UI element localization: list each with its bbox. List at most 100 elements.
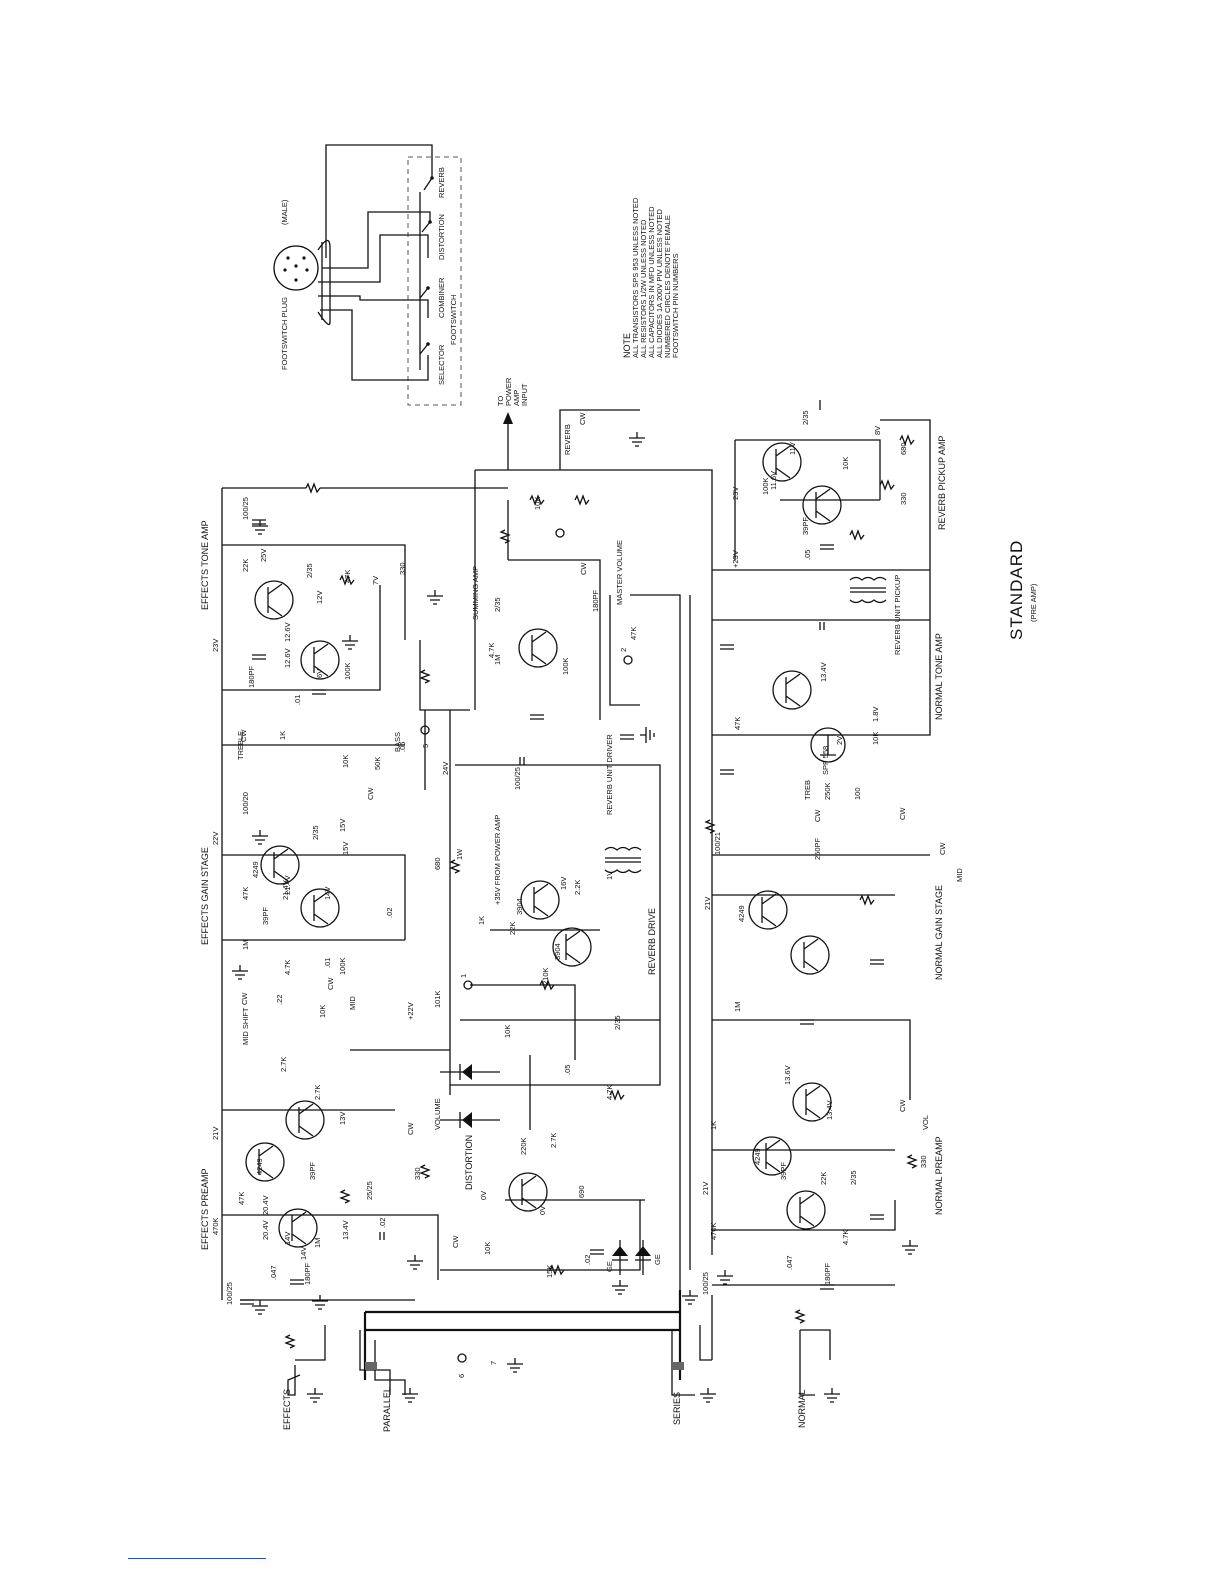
- footswitch-box: [407, 156, 462, 406]
- value-label: 100: [853, 787, 862, 800]
- value-label: 210K: [541, 967, 550, 985]
- value-label: 2/35: [305, 563, 314, 578]
- value-label: .22: [275, 995, 284, 1005]
- value-label: 100/20: [241, 792, 250, 815]
- voltage-label: 15V: [338, 819, 347, 832]
- transistor-symbol: [772, 670, 812, 710]
- cw-markers: CW CW CW CW CW CW CW CW CW CW CW CW: [239, 412, 947, 1248]
- value-label: 47K: [733, 717, 742, 730]
- section-normal-tone: NORMAL TONE AMP: [934, 633, 944, 720]
- value-label: 12.6V: [283, 622, 292, 642]
- value-label: 22K: [819, 1172, 828, 1185]
- section-normal-preamp: NORMAL PREAMP: [934, 1136, 944, 1215]
- value-labels: 470K 100/25 .047 180PF 1M 47K 20.4V 14V …: [211, 410, 928, 1305]
- transistor-symbol: [520, 880, 560, 920]
- transistor-symbol: [762, 442, 802, 482]
- value-label: 2.7K: [549, 1133, 558, 1148]
- voltage-label: 13.4V: [819, 662, 828, 682]
- switch-distortion-label: DISTORTION: [437, 214, 446, 260]
- value-label: GE: [653, 1254, 662, 1265]
- value-label: 100/25: [241, 497, 250, 520]
- value-label: 47K: [343, 570, 352, 583]
- node-circle: [555, 528, 565, 538]
- value-label: 47K: [241, 887, 250, 900]
- section-summing: SUMMING AMP: [471, 566, 480, 620]
- value-label: 100K: [343, 662, 352, 680]
- footswitch-plug-gender: (MALE): [280, 199, 289, 225]
- value-label: 13.6V: [783, 1065, 792, 1085]
- capacitors: [240, 519, 884, 1305]
- voltage-label: 25V: [259, 549, 268, 562]
- switch-selector-label: SELECTOR: [437, 344, 446, 385]
- value-label: .01: [293, 695, 302, 705]
- cw-marker: CW: [813, 809, 822, 822]
- input-effects-label: EFFECTS: [282, 1389, 292, 1430]
- value-label: 20.4V: [261, 1195, 270, 1215]
- supply-labels: +35V FROM POWER AMP +22V +23V: [406, 550, 740, 1020]
- input-normal-label: NORMAL: [797, 1389, 807, 1428]
- value-label: 250PF: [813, 837, 822, 860]
- transistor-symbol: [518, 628, 558, 668]
- section-reverb-pickup-amp: REVERB PICKUP AMP: [937, 436, 947, 530]
- supply-22v: +22V: [406, 1002, 415, 1020]
- voltage-label: 6V: [315, 669, 324, 678]
- bass-label: BASS: [393, 732, 402, 752]
- cw-marker: CW: [326, 977, 335, 990]
- cw-marker: CW: [406, 1122, 415, 1135]
- value-label: 1K: [278, 731, 287, 740]
- value-label: 180PF: [303, 1262, 312, 1285]
- node-circle: [623, 655, 633, 665]
- part-label: 4249: [737, 905, 746, 922]
- cw-marker: CW: [578, 412, 587, 425]
- value-label: 2/35: [493, 597, 502, 612]
- note-line: ALL RESISTORS 1/2W UNLESS NOTED: [639, 219, 648, 358]
- cw-marker: CW: [451, 1235, 460, 1248]
- value-label: .05: [398, 742, 407, 752]
- section-effects-gain: EFFECTS GAIN STAGE: [200, 847, 210, 945]
- mic-label: MID: [955, 868, 964, 882]
- cw-marker: CW: [898, 807, 907, 820]
- voltage-label: 16V: [559, 877, 568, 890]
- value-label: 47K: [237, 1192, 246, 1205]
- value-label: 330: [398, 562, 407, 575]
- voltage-label: 11.6V: [769, 471, 778, 490]
- value-label: 100K: [561, 657, 570, 675]
- transistor-symbol: [748, 890, 788, 930]
- input-parallel-label: PARALLEL: [382, 1387, 392, 1432]
- transformers: [604, 576, 887, 874]
- voltage-label: 0V: [538, 1206, 547, 1215]
- value-label: 180PF: [591, 589, 600, 612]
- voltage-label: 22V: [211, 832, 220, 845]
- voltage-label: 0V: [479, 1191, 488, 1200]
- value-label: 13.4V: [341, 1220, 350, 1240]
- output-label: INPUT: [520, 383, 529, 406]
- jack-pin-7: 7: [489, 1361, 498, 1365]
- transistor-symbol: [802, 485, 842, 525]
- voltage-label: 21V: [701, 1182, 710, 1195]
- voltage-label: 7V: [371, 576, 380, 585]
- section-reverb-driver: REVERB UNIT DRIVER: [605, 734, 614, 815]
- treb-label: TREB: [803, 780, 812, 800]
- value-label: .02: [385, 908, 394, 918]
- value-label: 1M: [241, 940, 250, 950]
- footswitch-section: FOOTSWITCH PLUG (MALE) FOOTSWITCH SELECT…: [273, 144, 462, 406]
- value-label: 22K: [241, 559, 250, 572]
- transistor-symbol: [254, 580, 294, 620]
- value-label: 180PF: [247, 665, 256, 688]
- value-label: 330: [899, 492, 908, 505]
- value-label: 14V: [283, 1232, 292, 1245]
- transistor-type-labels: 4249 4249 3904 3904 SPF 558 4249 4249: [251, 746, 830, 1175]
- section-reverb-pickup: REVERB UNIT PICKUP: [893, 575, 902, 655]
- value-label: 470K: [211, 1217, 220, 1235]
- value-label: .05: [803, 550, 812, 560]
- cw-marker: CW: [898, 1099, 907, 1112]
- value-label: 22K: [508, 922, 517, 935]
- value-label: .047: [269, 1265, 278, 1280]
- node-number: 1: [459, 974, 468, 978]
- voltage-label: 12.6V: [283, 648, 292, 668]
- main-wiring: [221, 400, 931, 1380]
- value-label: 2.7K: [279, 1057, 288, 1072]
- value-label: 1K: [477, 916, 486, 925]
- input-series-label: SERIES: [672, 1392, 682, 1425]
- section-normal-gain: NORMAL GAIN STAGE: [934, 885, 944, 980]
